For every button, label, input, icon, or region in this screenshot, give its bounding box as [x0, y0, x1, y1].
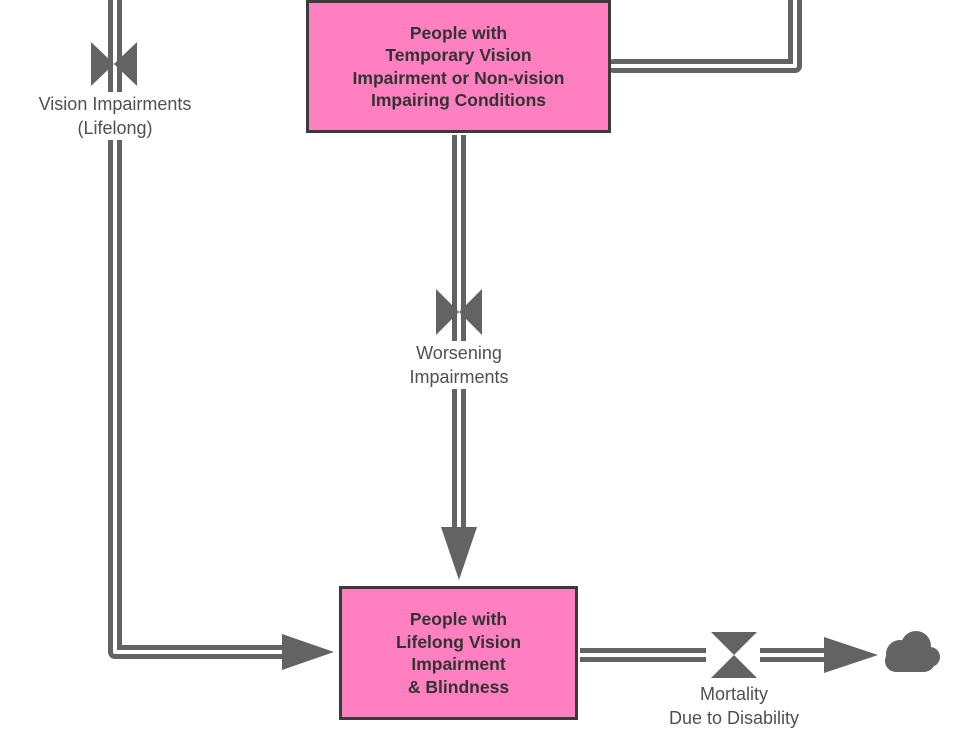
flow-pipe-worsening [441, 135, 477, 580]
flow-arrowhead [282, 634, 334, 670]
valve-icon[interactable] [91, 42, 137, 86]
valve-icon[interactable] [436, 289, 482, 335]
flow-pipe-top-right [607, 0, 802, 73]
stock-label: People with Temporary Vision Impairment … [352, 22, 565, 111]
flow-label-worsening: Worsening Impairments [392, 341, 526, 389]
flow-pipe-vision-impairments [108, 0, 334, 670]
stock-label: People with Lifelong Vision Impairment &… [395, 609, 522, 697]
cloud-icon [885, 631, 940, 672]
stock-temporary-vision-impairment[interactable]: People with Temporary Vision Impairment … [306, 0, 611, 133]
flow-arrowhead [441, 527, 477, 580]
flow-arrowhead [824, 637, 878, 673]
flow-pipe-mortality [580, 637, 878, 673]
flow-label-mortality: Mortality Due to Disability [636, 682, 832, 730]
flow-label-vision-impairments: Vision Impairments (Lifelong) [14, 92, 216, 140]
valve-icon[interactable] [706, 632, 760, 678]
stock-lifelong-vision-impairment[interactable]: People with Lifelong Vision Impairment &… [339, 586, 578, 720]
